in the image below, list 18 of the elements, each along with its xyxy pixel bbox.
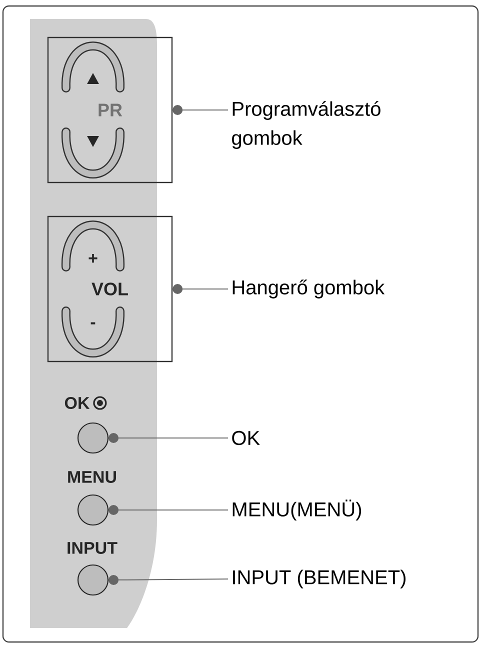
button-caption: OK — [64, 396, 90, 410]
callout-label: Hangerő gombok — [232, 280, 385, 298]
button-caption: MENU — [68, 471, 116, 483]
button-panel: PR — [47, 36, 173, 184]
callout-label: OK — [232, 430, 260, 446]
callout-label: INPUT (BEMENET) — [233, 570, 406, 588]
round-button — [77, 494, 109, 526]
leader-line — [108, 574, 228, 585]
round-button — [77, 564, 109, 596]
button-caption: INPUT — [68, 542, 118, 554]
leader-line — [108, 433, 228, 443]
button-panel: VOL + - — [47, 216, 173, 362]
leader-line — [108, 505, 228, 515]
leader-line — [172, 284, 228, 294]
callout-label: MENU(MENÜ) — [232, 500, 362, 520]
leader-line — [172, 105, 228, 115]
callout-label: Programválasztó gombok — [232, 101, 380, 149]
round-button — [77, 422, 109, 454]
